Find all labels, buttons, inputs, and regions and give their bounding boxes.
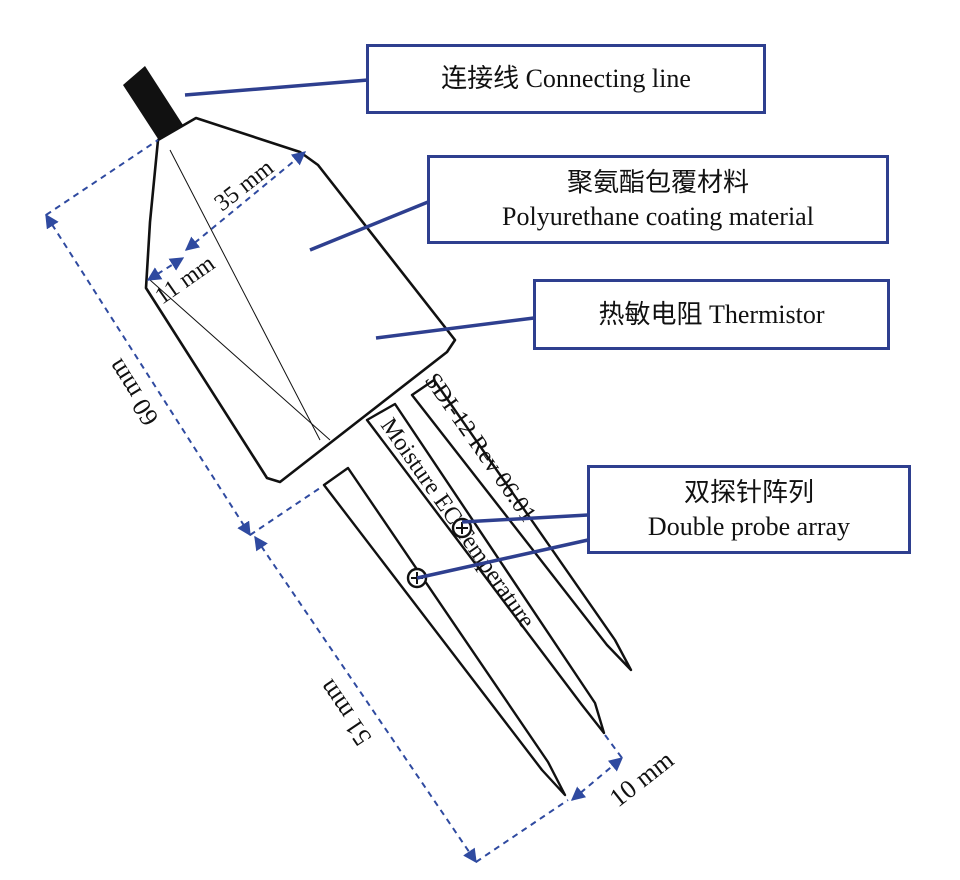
dimension-11mm — [146, 257, 185, 281]
callout-coating-zh: 聚氨酯包覆材料 — [566, 168, 749, 198]
callout-connecting-line-text: 连接线 Connecting line — [441, 64, 691, 94]
dimension-51mm — [254, 535, 569, 864]
leader-line-probe-upper — [461, 513, 589, 524]
callout-probe-array-en: Double probe array — [647, 511, 851, 541]
connecting-cable — [123, 66, 183, 145]
callout-probe-array: 双探针阵列 Double probe array — [587, 465, 911, 554]
dimension-35mm — [184, 151, 307, 251]
dimension-label-51mm: 51 mm — [313, 674, 378, 751]
probe-middle — [365, 402, 606, 735]
callout-thermistor-text: 热敏电阻 Thermistor — [598, 299, 825, 329]
callout-probe-array-zh: 双探针阵列 — [683, 478, 814, 508]
dimension-label-60mm: 60 mm — [101, 354, 164, 431]
callout-coating-en: Polyurethane coating material — [502, 201, 814, 231]
dimension-60mm — [45, 139, 321, 537]
callout-coating-material: 聚氨酯包覆材料 Polyurethane coating material — [427, 155, 889, 244]
leader-line-connecting — [184, 78, 369, 97]
callout-connecting-line: 连接线 Connecting line — [366, 44, 766, 114]
leader-line-coating — [309, 200, 429, 252]
callout-thermistor: 热敏电阻 Thermistor — [533, 279, 890, 350]
dimension-label-10mm: 10 mm — [604, 745, 679, 813]
dimension-10mm — [570, 734, 624, 801]
probe-right — [410, 378, 633, 672]
leader-line-thermistor — [375, 316, 535, 340]
